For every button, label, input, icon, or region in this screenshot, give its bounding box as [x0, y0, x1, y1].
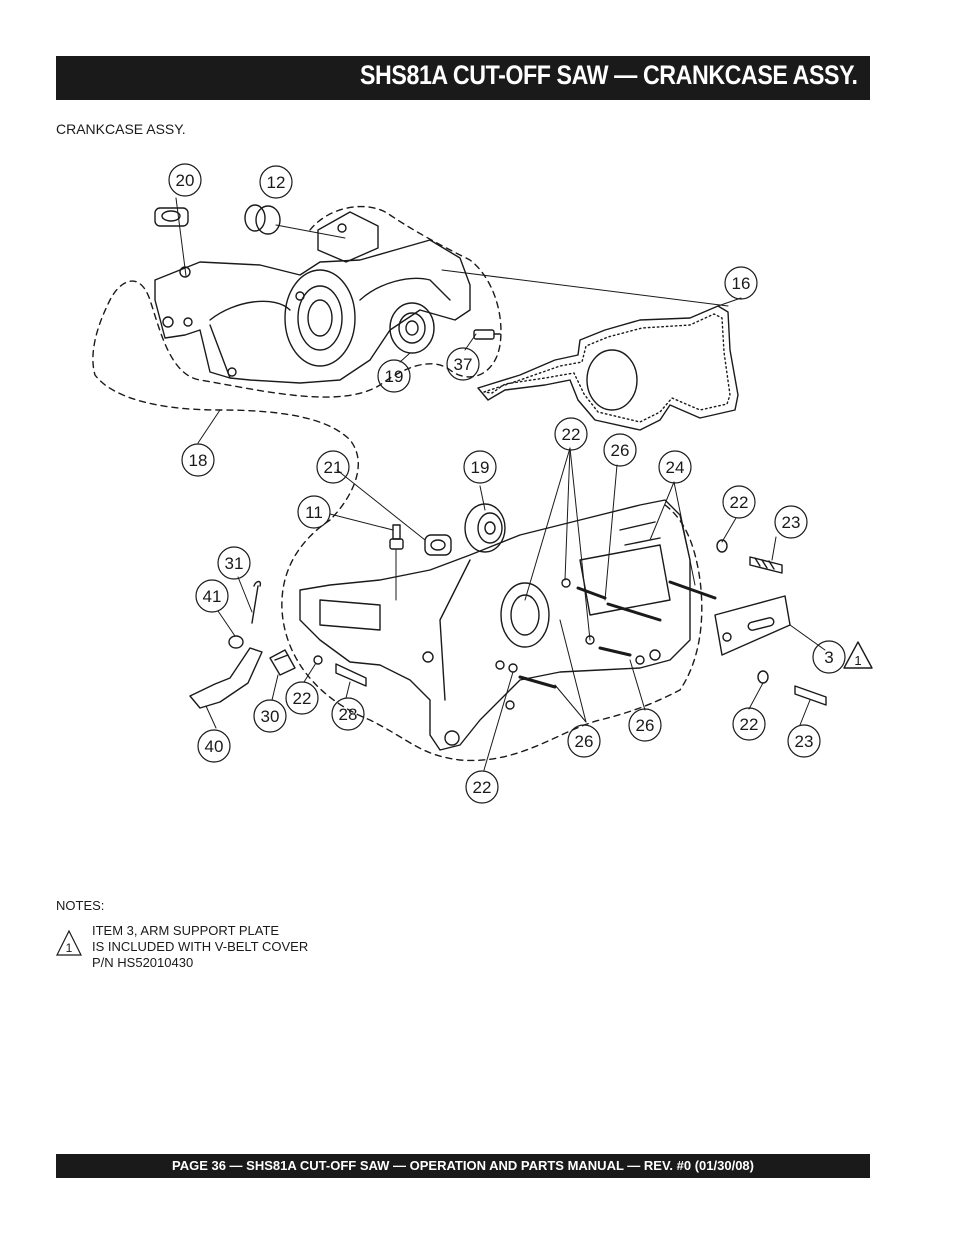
callout-22-right-upper: 22: [730, 493, 749, 512]
callout-22-right-lower: 22: [740, 715, 759, 734]
notes-heading: NOTES:: [56, 898, 105, 913]
note-warning-triangle-icon: 1: [56, 930, 82, 956]
note-text: ITEM 3, ARM SUPPORT PLATE IS INCLUDED WI…: [92, 923, 309, 970]
callout-28: 28: [339, 705, 358, 724]
plug-12: [244, 204, 281, 235]
assembly-boundary-lower: [281, 504, 703, 762]
callout-30: 30: [261, 707, 280, 726]
callout-26-top: 26: [611, 441, 630, 460]
callout-22-left: 22: [293, 689, 312, 708]
callout-20: 20: [176, 171, 195, 190]
callout-11: 11: [305, 503, 323, 522]
lever-40: [189, 647, 263, 709]
page-footer-text: PAGE 36 — SHS81A CUT-OFF SAW — OPERATION…: [172, 1158, 754, 1173]
callout-24: 24: [666, 458, 685, 477]
pin-37: [473, 329, 501, 340]
crankcase-upper-half: [154, 211, 471, 384]
callout-16: 16: [732, 274, 751, 293]
bearing-upper: [389, 302, 435, 354]
section-label: CRANKCASE ASSY.: [56, 121, 186, 137]
callout-23-lower: 23: [795, 732, 814, 751]
callout-labels: 20 12 16 19 37 18 22 26 24 21 19 11 22 2…: [176, 171, 862, 797]
callout-12: 12: [267, 173, 286, 192]
pin-31: [251, 580, 262, 624]
callout-22-top: 22: [562, 425, 581, 444]
ring-41: [228, 635, 244, 649]
damper-30: [269, 649, 296, 676]
grommet-20: [154, 207, 189, 227]
callout-26-bottom: 26: [575, 732, 594, 751]
callout-26-right: 26: [636, 716, 655, 735]
callout-23-upper: 23: [782, 513, 801, 532]
callout-41: 41: [203, 587, 222, 606]
bolt-11: [389, 524, 404, 550]
callout-37: 37: [454, 355, 473, 374]
screw-28: [335, 663, 367, 687]
grommet-21: [424, 534, 452, 556]
page-title-bar: SHS81A CUT-OFF SAW — CRANKCASE ASSY.: [56, 56, 870, 100]
note-marker: 1: [66, 941, 73, 955]
screw-23-upper: [716, 539, 783, 574]
screws-26: [518, 586, 632, 689]
screw-23-lower: [757, 670, 827, 706]
leader-lines: [175, 197, 826, 771]
callout-40: 40: [205, 737, 224, 756]
callout-19-lower: 19: [471, 458, 490, 477]
gasket-16: [477, 305, 739, 431]
callout-circles: [168, 163, 846, 804]
bearing-lower: [464, 503, 506, 553]
callout-3: 3: [824, 648, 833, 667]
crankcase-lower-half: [299, 499, 691, 751]
callout-22-bottom: 22: [473, 778, 492, 797]
callout-18: 18: [189, 451, 208, 470]
callout-21: 21: [324, 458, 343, 477]
warning-triangle-icon: [843, 641, 873, 669]
page-footer-bar: PAGE 36 — SHS81A CUT-OFF SAW — OPERATION…: [56, 1154, 870, 1178]
washers-22-small: [313, 578, 595, 673]
assembly-boundary-upper: [92, 205, 502, 521]
callout-31: 31: [225, 554, 244, 573]
callout-19-upper: 19: [385, 367, 404, 386]
arm-support-plate-3: [714, 595, 791, 656]
studs-24: [606, 580, 717, 622]
page-title: SHS81A CUT-OFF SAW — CRANKCASE ASSY.: [360, 60, 858, 90]
triangle-marker-label: 1: [854, 653, 861, 668]
